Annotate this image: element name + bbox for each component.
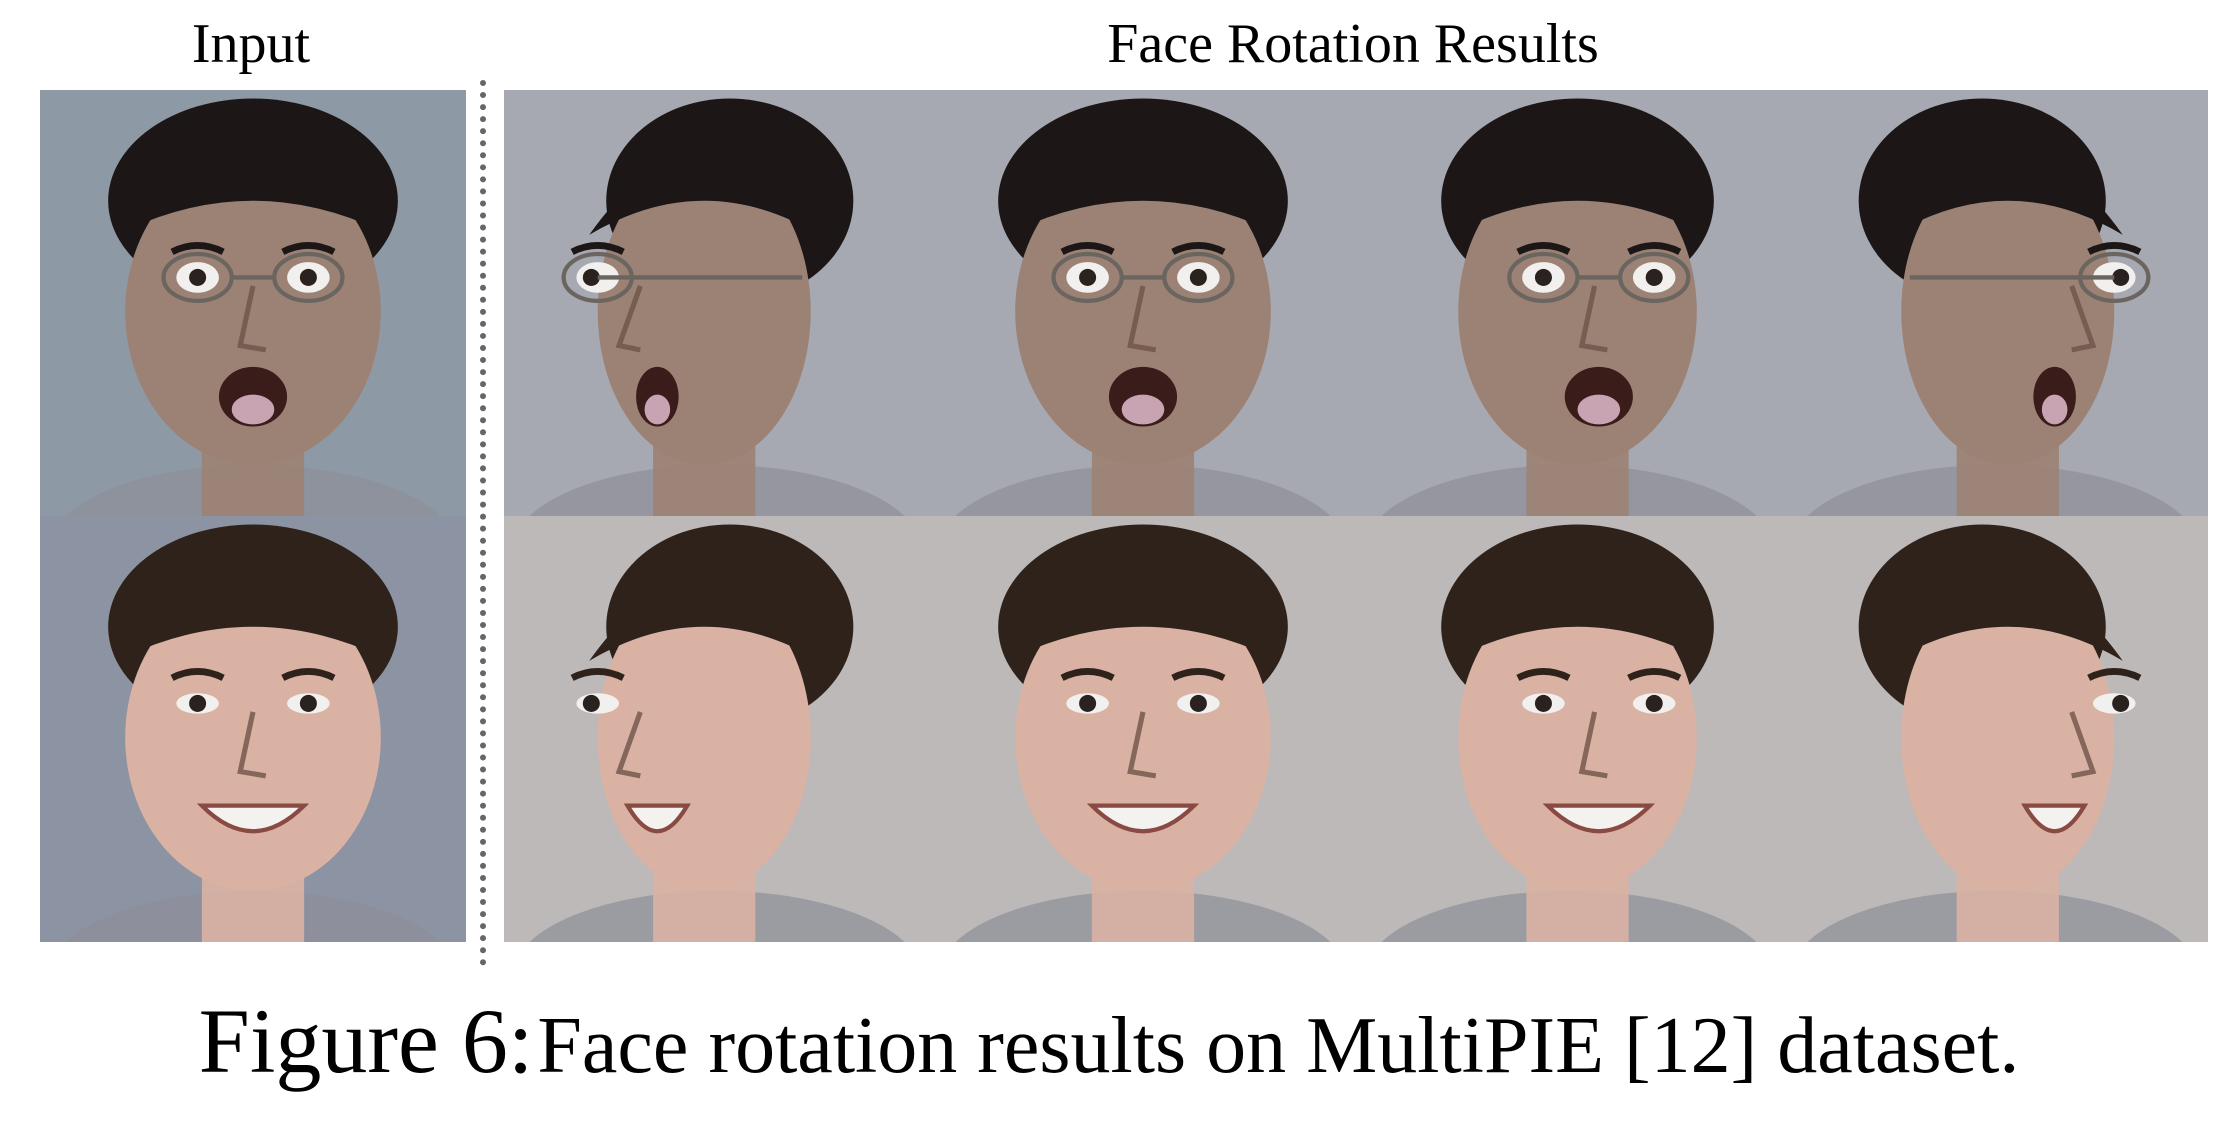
results-column-header: Face Rotation Results xyxy=(1107,13,1599,75)
rotated-face-image-profile-left xyxy=(504,516,930,942)
input-face-image xyxy=(40,516,466,942)
caption-text: Face rotation results on MultiPIE [12] d… xyxy=(537,1002,2020,1090)
rotated-face-image-three-quarter xyxy=(1356,90,1782,516)
figure-label: Figure 6: xyxy=(198,990,534,1092)
rotated-face-image-profile-left xyxy=(504,90,930,516)
rotated-face-image-frontal xyxy=(930,516,1356,942)
rotated-face-image-frontal xyxy=(930,90,1356,516)
rotated-face-image-profile-right xyxy=(1782,90,2208,516)
rotated-face-image-profile-right xyxy=(1782,516,2208,942)
figure-caption: Figure 6: Face rotation results on Multi… xyxy=(0,986,2218,1123)
rotated-face-image-three-quarter xyxy=(1356,516,1782,942)
input-column-header: Input xyxy=(191,13,311,75)
dotted-divider xyxy=(480,80,486,966)
input-face-image xyxy=(40,90,466,516)
